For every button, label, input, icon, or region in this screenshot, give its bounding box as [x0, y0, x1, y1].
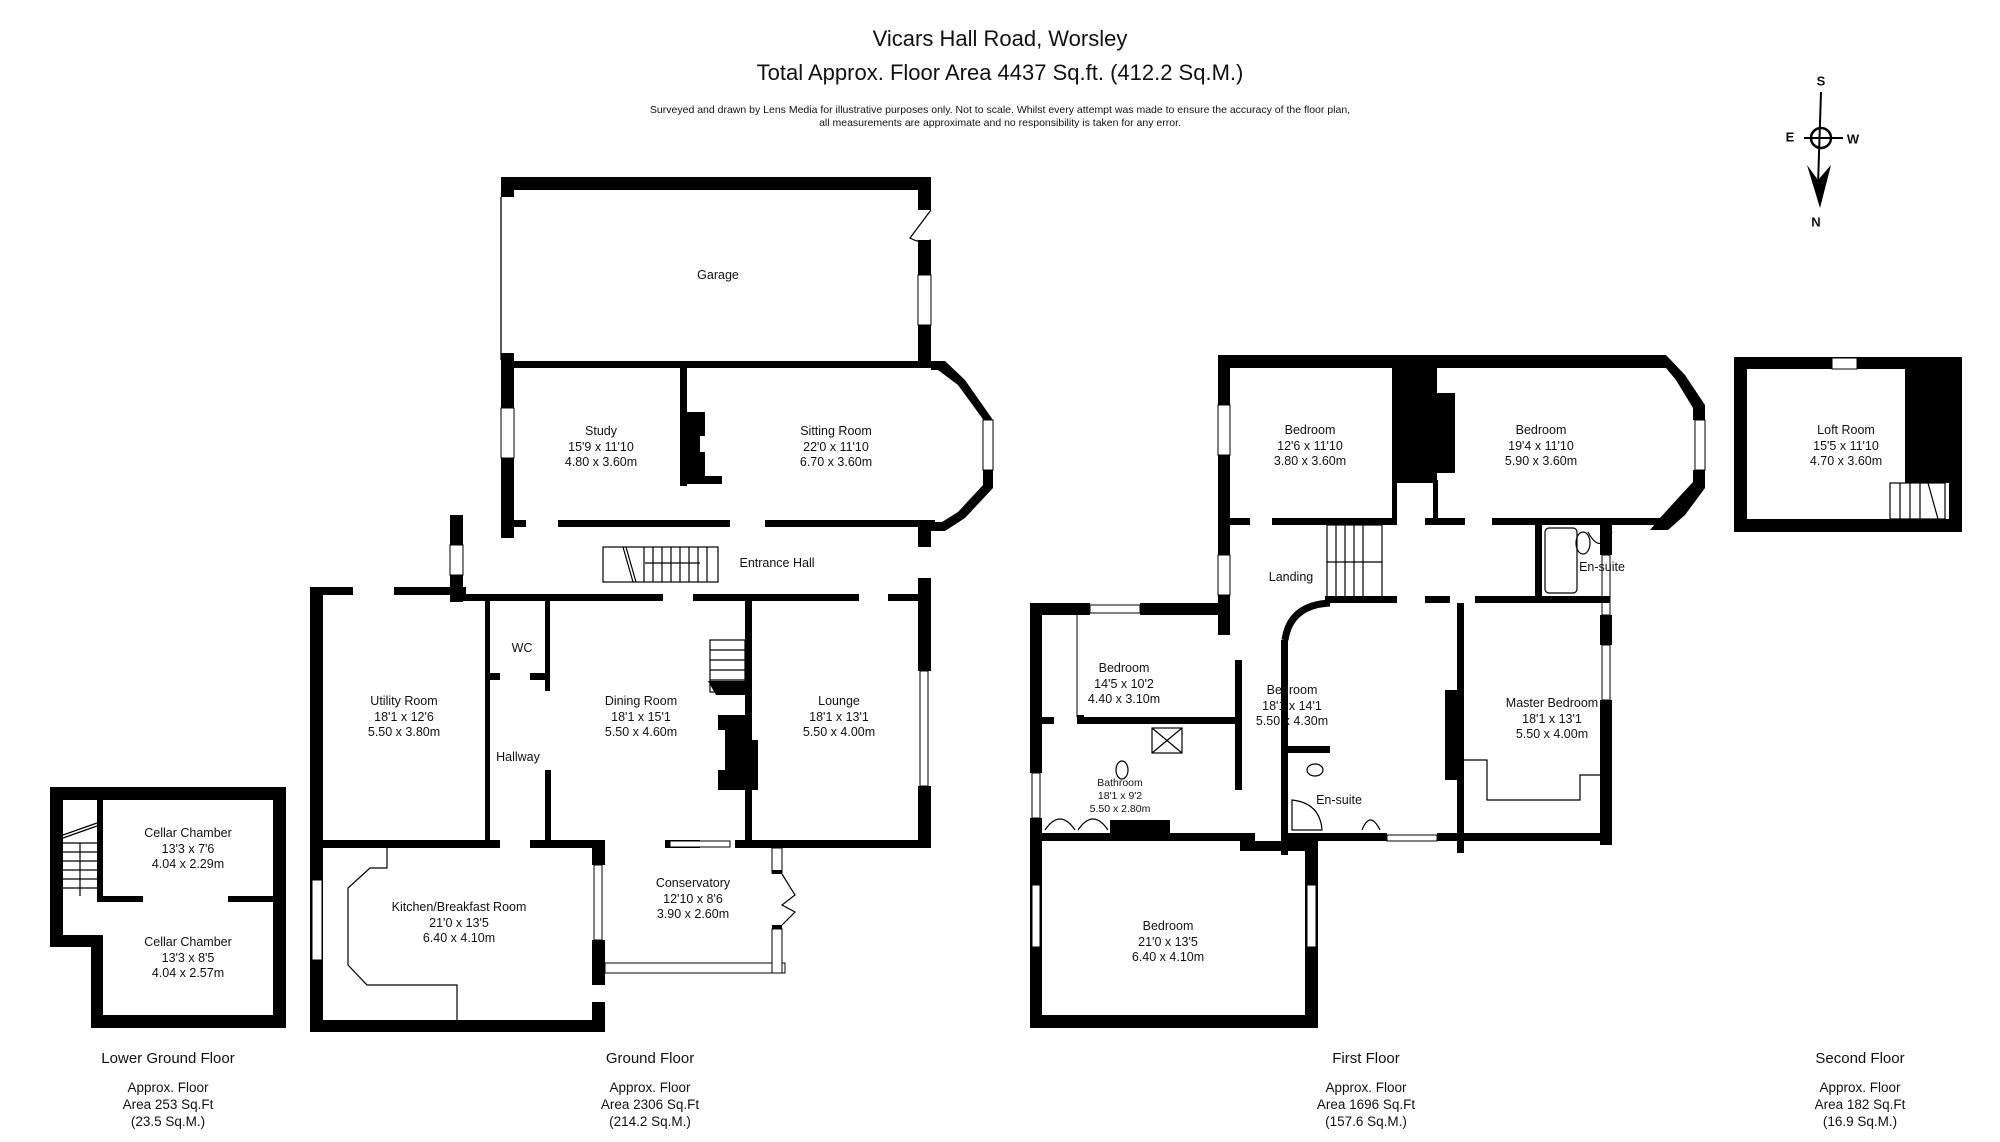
- room-en-suite-2: En-suite: [1316, 793, 1362, 807]
- compass-east-label: E: [1785, 129, 1795, 145]
- second-floor-walls: [1734, 357, 1962, 532]
- room-wc: WC: [511, 641, 533, 655]
- compass-north-label: N: [1811, 214, 1821, 230]
- disclaimer-line-1: Surveyed and drawn by Lens Media for ill…: [649, 104, 1351, 116]
- room-en-suite-1: En-suite: [1579, 560, 1625, 574]
- floor-summary-first: First Floor Approx. Floor Area 1696 Sq.F…: [1316, 1050, 1416, 1129]
- ground-floor-walls: [310, 177, 994, 1032]
- floor-summary-lower-ground: Lower Ground Floor Approx. Floor Area 25…: [101, 1050, 235, 1129]
- floor-summary-second: Second Floor Approx. Floor Area 182 Sq.F…: [1814, 1050, 1906, 1129]
- disclaimer-line-2: all measurements are approximate and no …: [819, 117, 1181, 129]
- floor-summary-ground: Ground Floor Approx. Floor Area 2306 Sq.…: [600, 1050, 700, 1129]
- room-entrance-hall: Entrance Hall: [739, 556, 815, 570]
- total-floor-area: Total Approx. Floor Area 4437 Sq.ft. (41…: [756, 60, 1244, 85]
- room-garage: Garage: [697, 268, 739, 282]
- disclaimer: Surveyed and drawn by Lens Media for ill…: [0, 104, 2000, 130]
- compass-rose-icon: [1804, 91, 1843, 208]
- compass-west-label: W: [1846, 131, 1860, 147]
- first-floor-walls: [1030, 355, 1706, 1028]
- property-title: Vicars Hall Road, Worsley: [872, 26, 1128, 51]
- room-landing: Landing: [1268, 570, 1314, 584]
- compass-south-label: S: [1816, 73, 1826, 89]
- room-hallway: Hallway: [496, 750, 540, 764]
- lower-ground-floor-walls: [50, 787, 286, 1028]
